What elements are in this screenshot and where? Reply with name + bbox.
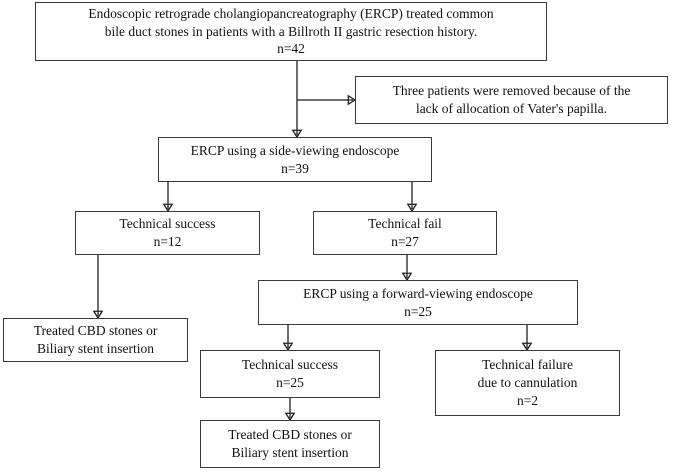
technical-success-25-box: Technical success n=25 bbox=[200, 350, 380, 398]
node-text-line: bile duct stones in patients with a Bill… bbox=[104, 23, 478, 39]
node-text-line: n=27 bbox=[391, 234, 419, 249]
technical-fail-27-box: Technical fail n=27 bbox=[313, 211, 497, 255]
node-text-line: n=12 bbox=[153, 234, 182, 249]
node-text-line: ERCP using a side-viewing endoscope bbox=[190, 142, 400, 158]
enrolled-to-removed-arrow-head bbox=[347, 94, 357, 106]
node-text-line: due to cannulation bbox=[477, 375, 578, 391]
node-text-line: n=25 bbox=[404, 303, 432, 319]
node-text-line: Three patients were removed because of t… bbox=[392, 83, 631, 99]
forward-viewing-to-success25-arrow-head bbox=[282, 342, 294, 352]
success12-to-treated-left-arrow-head bbox=[92, 310, 104, 320]
side-viewing-to-fail27-arrow-head bbox=[406, 203, 418, 213]
node-text-line: Technical success bbox=[241, 357, 339, 373]
side-viewing-ercp-box: ERCP using a side-viewing endoscope n=39 bbox=[158, 137, 432, 182]
node-text-line: Technical success bbox=[119, 216, 216, 232]
node-text-line: Biliary stent insertion bbox=[37, 341, 154, 356]
node-text-line: Endoscopic retrograde cholangiopancreato… bbox=[88, 5, 494, 21]
node-text-line: Technical failure bbox=[482, 357, 573, 373]
side-viewing-to-success12-arrow-head bbox=[162, 203, 174, 213]
node-text-line: n=42 bbox=[277, 41, 305, 57]
node-text-line: Treated CBD stones or bbox=[228, 427, 352, 443]
node-text-line: lack of allocation of Vater's papilla. bbox=[415, 101, 608, 116]
node-text-line: Treated CBD stones or bbox=[33, 323, 158, 339]
treated-cbd-stones-bottom-box: Treated CBD stones or Biliary stent inser… bbox=[200, 420, 380, 468]
node-text-line: Technical fail bbox=[368, 216, 442, 232]
success25-to-treated-bottom-arrow-head bbox=[284, 412, 296, 422]
forward-viewing-to-failure-arrow-head bbox=[521, 342, 533, 352]
node-text-line: n=39 bbox=[281, 160, 309, 176]
node-text-line: n=25 bbox=[276, 375, 304, 390]
enrolled-to-side-viewing-arrow-head bbox=[291, 129, 303, 139]
treated-cbd-stones-left-box: Treated CBD stones or Biliary stent inser… bbox=[3, 318, 188, 362]
node-text-line: ERCP using a forward-viewing endoscope bbox=[303, 285, 533, 301]
technical-success-12-box: Technical success n=12 bbox=[75, 211, 260, 255]
node-text-line: Biliary stent insertion bbox=[231, 445, 349, 460]
enrolled-patients-box: Endoscopic retrograde cholangiopancreato… bbox=[35, 2, 547, 61]
fail27-to-forward-viewing-arrow-head bbox=[401, 272, 413, 282]
node-text-line: n=2 bbox=[516, 392, 539, 408]
removed-patients-box: Three patients were removed because of t… bbox=[355, 76, 668, 124]
forward-viewing-ercp-box: ERCP using a forward-viewing endoscope n=… bbox=[258, 280, 578, 325]
